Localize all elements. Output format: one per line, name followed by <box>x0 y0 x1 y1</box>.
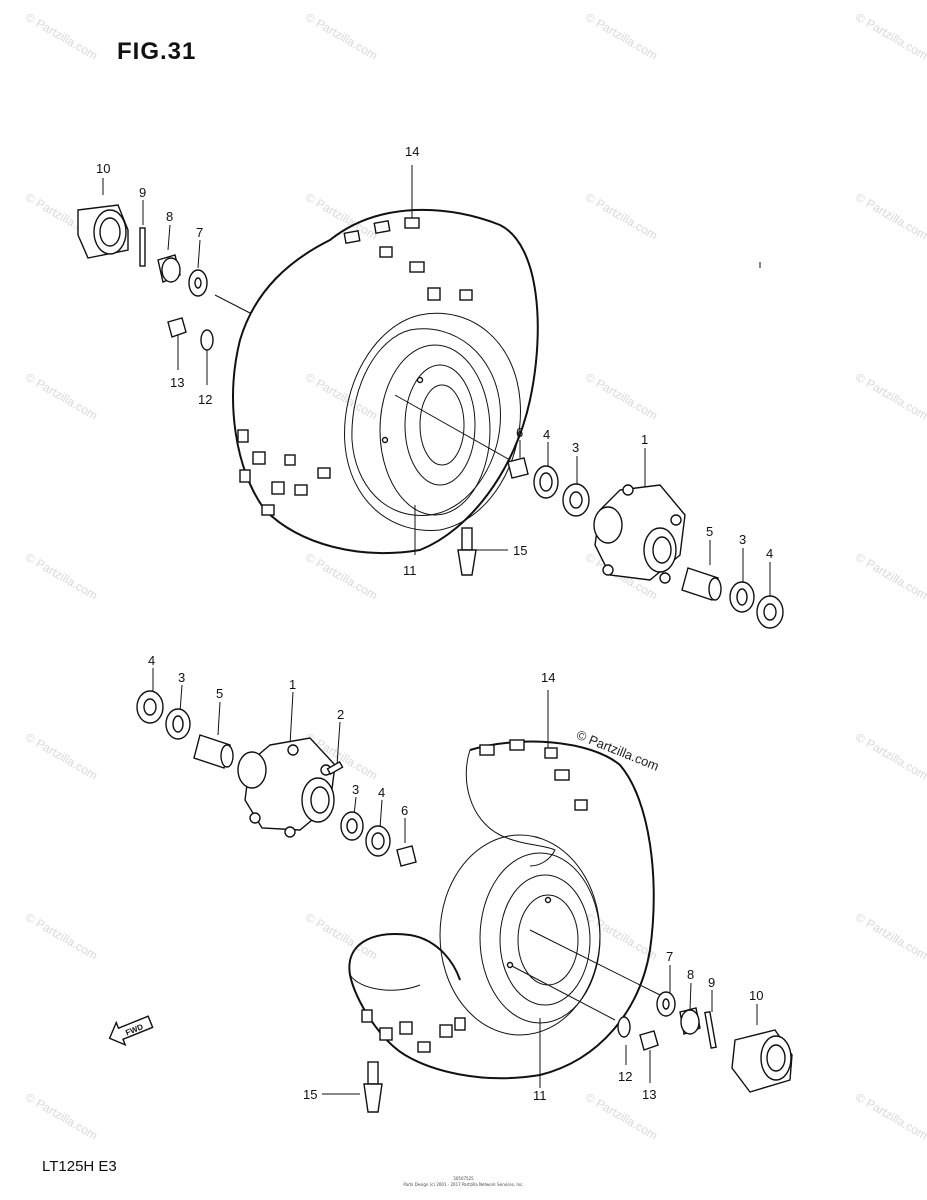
callout-11-top: 11 <box>403 563 417 578</box>
spacer-5-top <box>681 567 722 601</box>
callout-15-bottom: 15 <box>303 1087 317 1102</box>
callout-5-top: 5 <box>706 524 713 539</box>
footer-copyright: Parts Design (c) 2001 - 2017 Partzilla N… <box>403 1182 524 1187</box>
cotter-pin-9-top <box>139 227 146 267</box>
callout-8-top: 8 <box>166 209 173 224</box>
forward-arrow-icon: FWD <box>108 1015 154 1047</box>
callout-4-bottom: 4 <box>148 653 155 668</box>
tire-bottom <box>348 739 655 1080</box>
callout-10-bottom: 10 <box>749 988 763 1003</box>
figure-title: FIG.31 <box>117 38 197 65</box>
callout-1-top: 1 <box>641 432 648 447</box>
nut-13-top <box>167 317 187 338</box>
spacer-6-bottom <box>396 845 417 867</box>
wheel-rim-top <box>379 344 491 516</box>
hub-1-top <box>593 484 686 584</box>
callout-4-top: 4 <box>543 427 550 442</box>
callout-6-bottom: 6 <box>401 803 408 818</box>
callout-2-bottom: 2 <box>337 707 344 722</box>
callout-12-top: 12 <box>198 392 212 407</box>
callout-11-bottom: 11 <box>533 1088 547 1103</box>
castle-nut-8-top <box>157 254 181 283</box>
spacer-5-bottom <box>193 734 234 769</box>
callout-3-top-right: 3 <box>739 532 746 547</box>
castle-nut-8-bottom <box>679 1007 701 1035</box>
cap-nut-10-top <box>77 204 129 259</box>
washer-12-bottom <box>617 1016 631 1038</box>
callout-3-bottom-right: 3 <box>352 782 359 797</box>
callout-3-top: 3 <box>572 440 579 455</box>
callout-1-bottom: 1 <box>289 677 296 692</box>
hub-1-bottom <box>237 737 336 838</box>
cap-nut-10-bottom <box>731 1029 793 1093</box>
callout-3-bottom: 3 <box>178 670 185 685</box>
washer-12-top <box>200 329 214 351</box>
callout-6-top: 6 <box>516 425 523 440</box>
stud-2 <box>326 760 344 776</box>
nut-13-bottom <box>639 1030 659 1051</box>
spacer-6-top <box>507 457 529 479</box>
callout-14-top: 14 <box>405 144 419 159</box>
callout-9-bottom: 9 <box>708 975 715 990</box>
valve-stem-15-bottom <box>363 1061 383 1113</box>
footer-code: 50507525 <box>453 1176 474 1181</box>
callout-5-bottom: 5 <box>216 686 223 701</box>
callout-13-bottom: 13 <box>642 1087 656 1102</box>
model-label: LT125H E3 <box>42 1158 117 1175</box>
callout-15-top: 15 <box>513 543 527 558</box>
callout-8-bottom: 8 <box>687 967 694 982</box>
callout-4-bottom-right: 4 <box>378 785 385 800</box>
callout-14-bottom: 14 <box>541 670 555 685</box>
valve-stem-15-top <box>457 527 477 576</box>
tire-top <box>232 208 539 555</box>
callout-13-top: 13 <box>170 375 184 390</box>
cotter-pin-9-bottom <box>704 1010 717 1049</box>
callout-7-top: 7 <box>196 225 203 240</box>
callout-4-top-right: 4 <box>766 546 773 561</box>
callout-7-bottom: 7 <box>666 949 673 964</box>
callout-9-top: 9 <box>139 185 146 200</box>
wheel-rim-bottom <box>439 834 601 1036</box>
callout-12-bottom: 12 <box>618 1069 632 1084</box>
callout-10-top: 10 <box>96 161 110 176</box>
